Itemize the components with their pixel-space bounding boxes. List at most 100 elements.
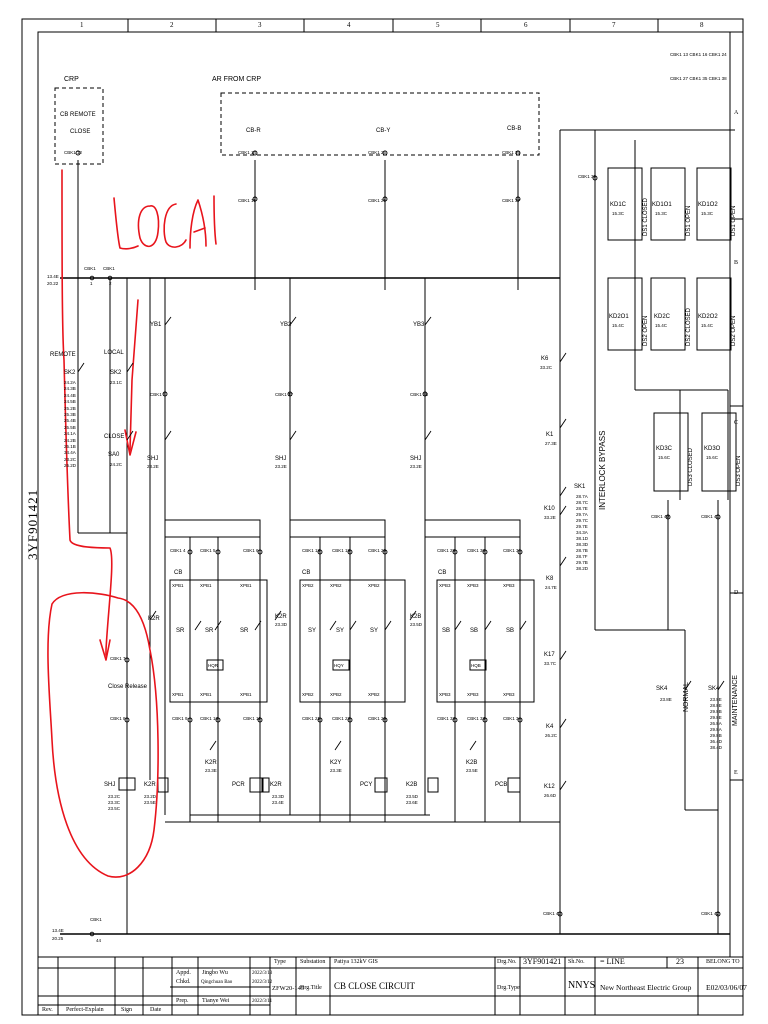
k2-label: K2B <box>466 760 478 766</box>
column-number: 1 <box>80 21 84 29</box>
terminal-label: CBK1 13 CBK1 16 CBK1 24 <box>670 52 727 57</box>
ds-relay-name: KD2C <box>654 314 671 320</box>
phase-r-label: CB-R <box>246 128 261 134</box>
xpb-label: XPB1 <box>200 583 212 588</box>
ar-title: AR FROM CRP <box>212 76 261 83</box>
ds-relay-state: DS2 OPEN <box>731 315 737 346</box>
terminal-label: CBK1 37 <box>502 198 521 203</box>
chain-relay-ref: 33.7C <box>544 661 557 666</box>
tb-prep-date: 2022/3/11 <box>252 999 273 1004</box>
coil-label: PCR <box>232 782 245 788</box>
terminal-label: CBK1 32 <box>437 716 456 721</box>
ds-relay-state: DS3 OPEN <box>736 455 742 486</box>
chain-relay-ref: 26.2C <box>545 733 558 738</box>
sr-label: SY <box>336 628 345 634</box>
tb-drgno: 3YF901421 <box>523 957 562 966</box>
row-letter: B <box>734 260 739 266</box>
terminal-label: CBK1 4 <box>170 548 186 553</box>
tb-drgtitle: CB CLOSE CIRCUIT <box>334 981 416 991</box>
chain-relay-ref: 33.2E <box>544 515 556 520</box>
cb-label: CB <box>438 570 447 576</box>
sk2-label: SK2 <box>64 370 76 376</box>
terminal-label: CBK1 18 <box>302 548 321 553</box>
terminal-label: CBK1 17 <box>275 392 294 397</box>
row-letter: E <box>734 770 738 776</box>
column-number: 2 <box>170 21 174 29</box>
chain-relay: K1 <box>546 432 554 438</box>
sk4-normal-label: SK4 <box>656 686 668 692</box>
ds-relay-ref: 15.6C <box>706 455 719 460</box>
tb-chkd-date: 2022/3/12 <box>252 980 273 985</box>
chain-relay: K4 <box>546 724 554 730</box>
vertical-doc-number: 3YF901421 <box>25 488 40 560</box>
k2b-side-label: K2B <box>410 614 422 620</box>
crp-terminal: CBK1 12 <box>64 150 83 155</box>
ds-relay-state: DS3 CLOSED <box>688 447 694 486</box>
xpb-label: XPB1 <box>172 692 184 697</box>
xpb-label: XPB2 <box>368 583 380 588</box>
maintenance-label: MAINTENANCE <box>732 675 739 726</box>
terminal-label: CBK1 27 CBK1 35 CBK1 38 <box>670 76 727 81</box>
row-letter: C <box>734 420 739 426</box>
ds-relay-name: KD1O2 <box>698 202 718 208</box>
ds-relay-ref: 15.4C <box>701 323 714 328</box>
xpb-label: XPB3 <box>503 583 515 588</box>
ds-relay-name: KD1O1 <box>652 202 672 208</box>
shj-ref: 23.2E <box>275 464 287 469</box>
shj-ref: 23.2E <box>147 464 159 469</box>
chain-relay-ref: 24.7E <box>545 585 557 590</box>
phase-b-label: CB-B <box>507 126 522 132</box>
column-number: 6 <box>524 21 528 29</box>
shj-contact-label: SHJ <box>410 456 422 462</box>
terminal-label: CBK1 40 <box>651 514 670 519</box>
inner-frame <box>37 31 744 958</box>
k2-ref: 23.3E <box>205 768 217 773</box>
hq-label: HQR <box>208 663 218 668</box>
terminal-label: CBK1 31 <box>503 548 522 553</box>
terminal-label: CBK1 25 <box>368 150 387 155</box>
sr-label: SB <box>442 628 451 634</box>
chain-relay-ref: 26.6D <box>544 793 557 798</box>
xpb-label: XPB1 <box>172 583 184 588</box>
tb-substation-label: Substation <box>300 959 326 965</box>
chain-relay-ref: 33.2C <box>540 365 553 370</box>
xpb-label: XPB3 <box>467 692 479 697</box>
terminal-label: CBK1 43 <box>543 911 562 916</box>
terminal-label: 2 <box>109 281 112 286</box>
tb-chkd-name: Qingchuan Bao <box>201 980 233 985</box>
column-number: 7 <box>612 21 616 29</box>
tb-shno-label: Sh.No. <box>568 959 585 965</box>
ds-relay-ref: 15.3C <box>655 211 668 216</box>
close-release-label: Close Release <box>108 684 148 690</box>
k2-label: K2Y <box>330 760 342 766</box>
tb-rev: Rev. <box>42 1007 53 1013</box>
k2-label: K2R <box>205 760 217 766</box>
terminal-label: CBK1 33 <box>467 716 486 721</box>
interlock-bypass-label: INTERLOCK BYPASS <box>598 430 607 510</box>
tb-project: ZFW20-145 <box>272 985 305 992</box>
shj-contact-label: SHJ <box>275 456 287 462</box>
terminal-label: CBK1 29 <box>437 548 456 553</box>
terminal-label: CBK1 7 <box>110 656 126 661</box>
chain-relay: K8 <box>546 576 554 582</box>
company-logo: NNYS <box>568 980 596 991</box>
terminal-label: CBK1 23 <box>368 716 387 721</box>
terminal-label: CBK1 42 <box>701 911 720 916</box>
k2r-coil-label: K2R <box>144 782 156 788</box>
xpb-label: XPB1 <box>240 583 252 588</box>
sk1-label: SK1 <box>574 484 586 490</box>
terminal-label: CBK1 41 <box>701 514 720 519</box>
chain-relay: K17 <box>544 652 555 658</box>
sr-label: SR <box>205 628 214 634</box>
xpb-label: XPB2 <box>368 692 380 697</box>
ds-relay-name: KD1C <box>610 202 627 208</box>
xpb-label: XPB3 <box>503 692 515 697</box>
